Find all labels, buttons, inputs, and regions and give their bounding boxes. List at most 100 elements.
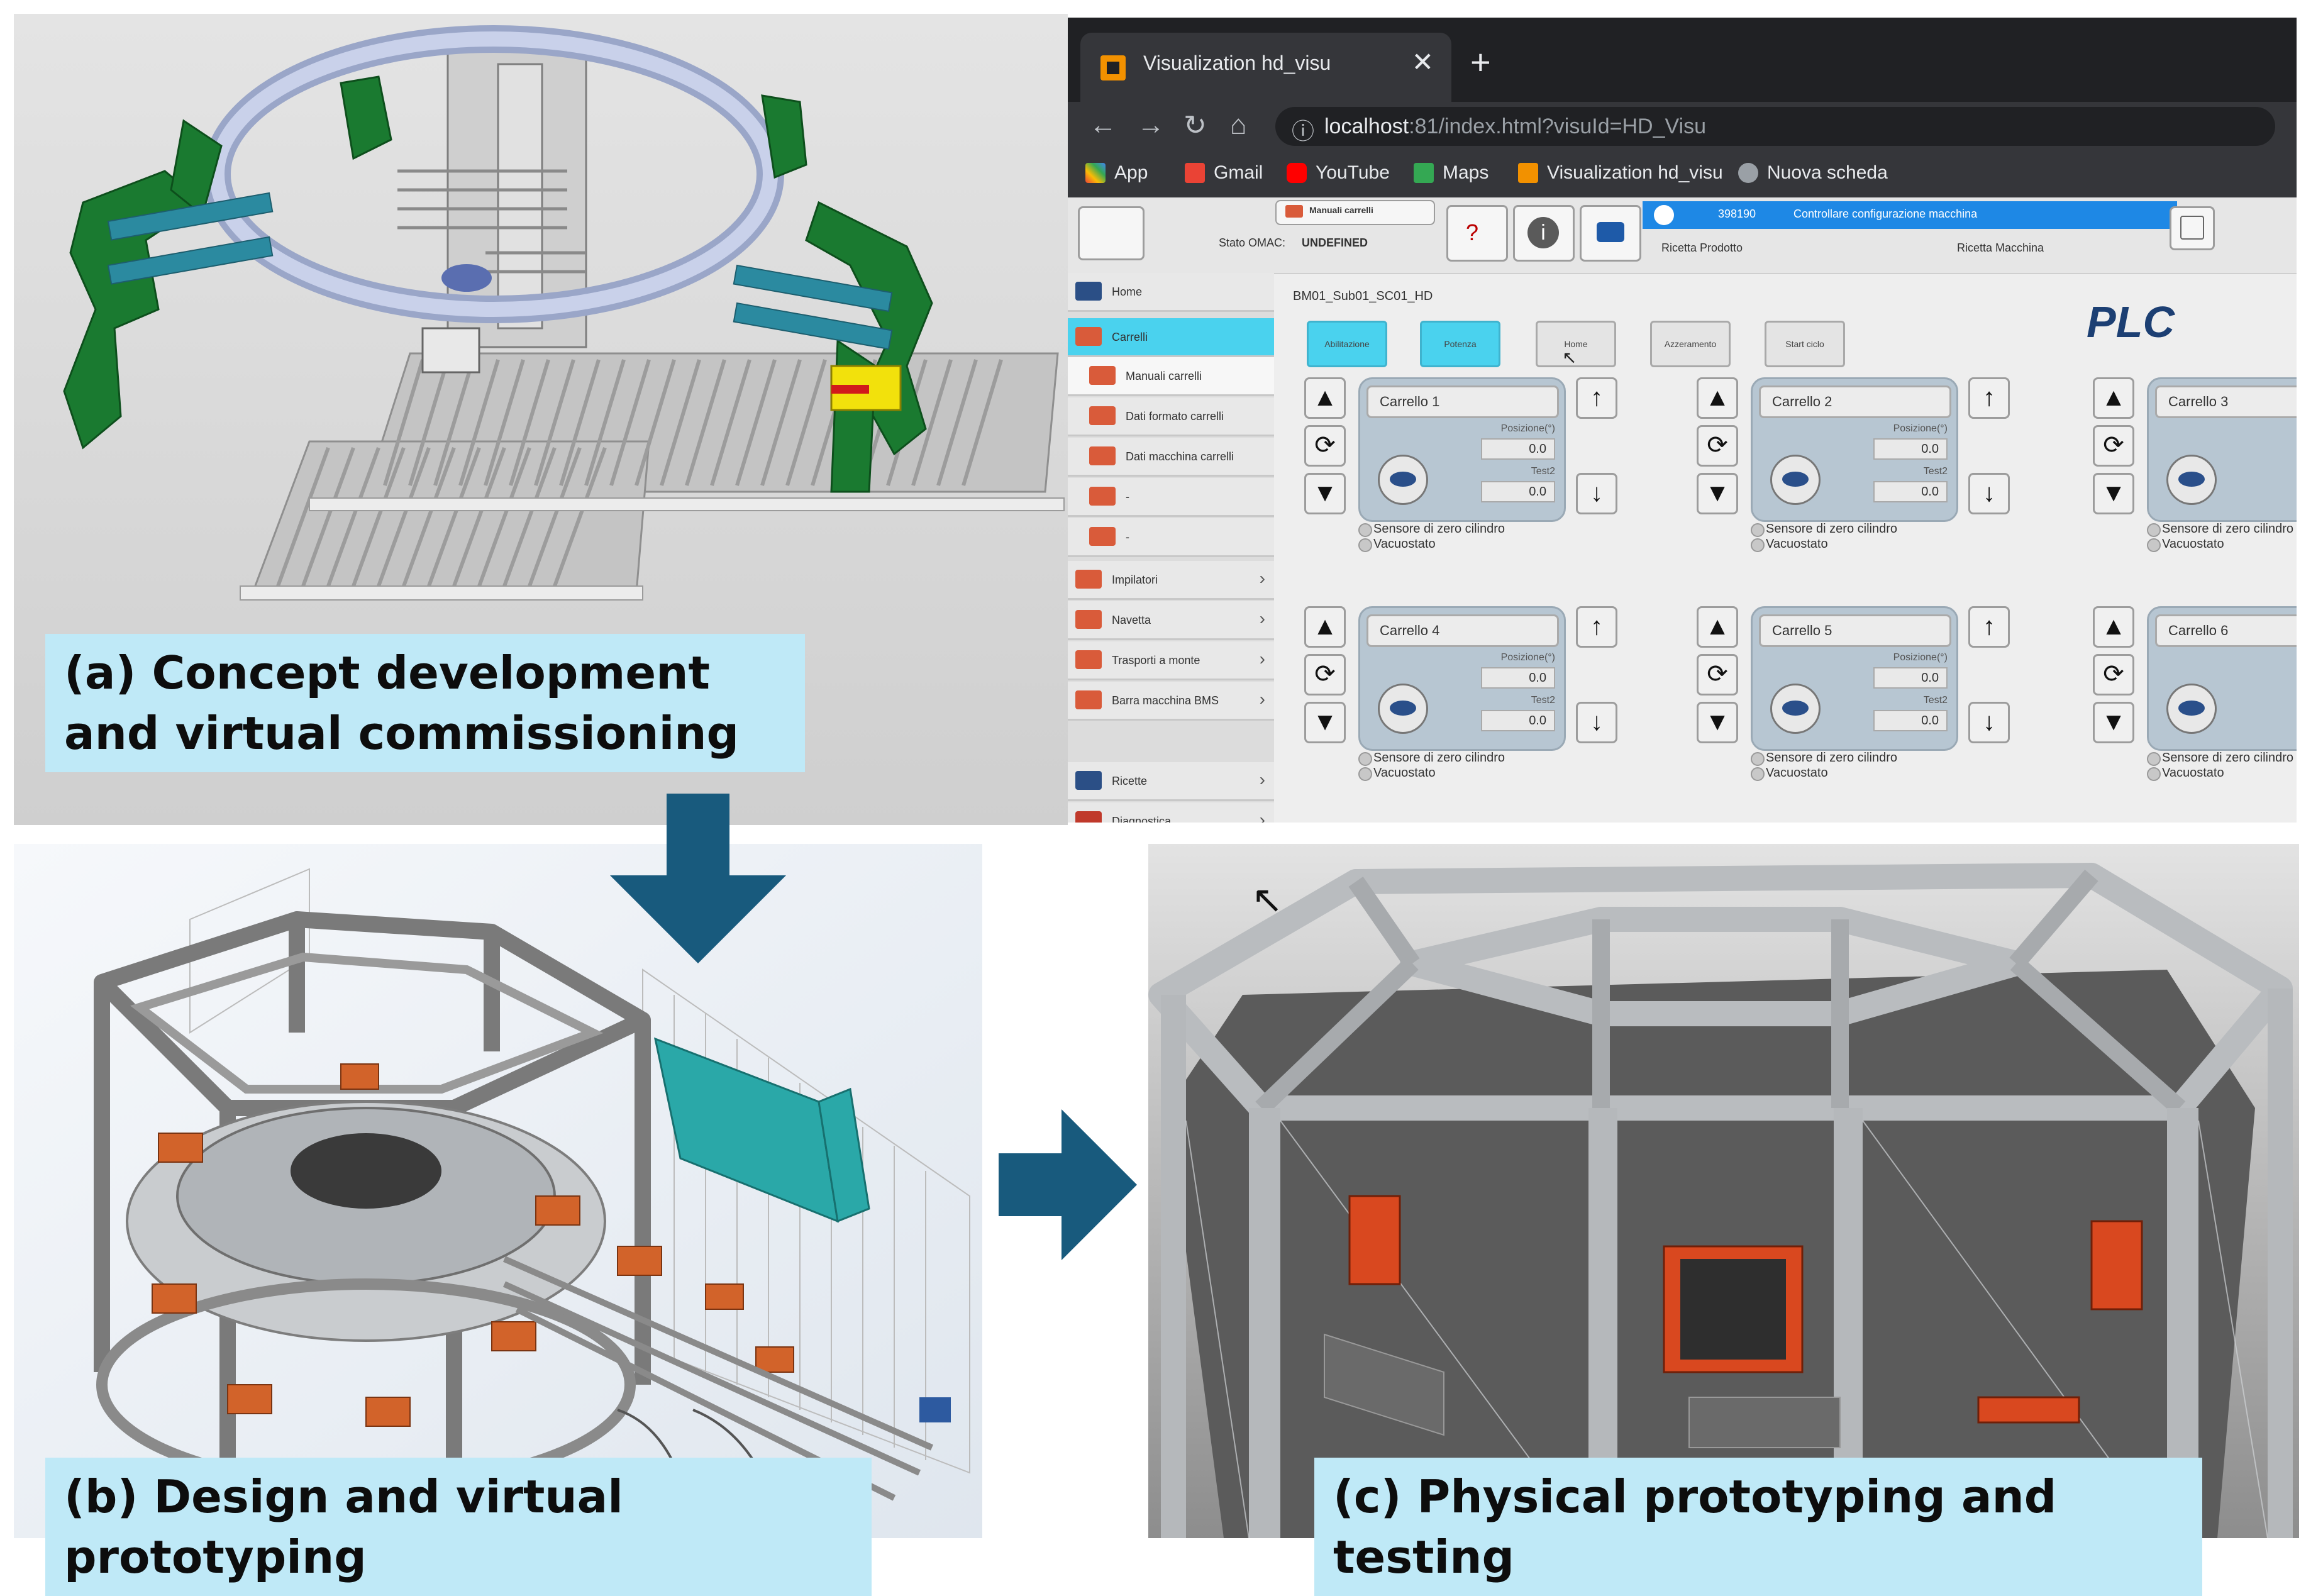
vacuum-label: Vacuostato bbox=[1766, 766, 1828, 780]
sensor-indicator bbox=[1751, 752, 1765, 766]
down-arrow-button[interactable]: ↓ bbox=[1576, 702, 1617, 743]
camera-button[interactable] bbox=[1580, 205, 1641, 262]
vacuum-label: Vacuostato bbox=[1766, 537, 1828, 551]
url-host: localhost bbox=[1324, 114, 1409, 138]
rotate-button[interactable]: ⟳ bbox=[1304, 654, 1346, 695]
sidebar-item-ricette[interactable]: Ricette› bbox=[1068, 762, 1274, 801]
cart-card-5: ▲ ⟳ ▼ Carrello 5 Posizione(°) 0.0 Test2 … bbox=[1697, 606, 2024, 795]
test2-value: 0.0 bbox=[1873, 710, 1948, 731]
bookmark-youtube[interactable]: YouTube bbox=[1287, 162, 1390, 184]
sidebar-item-empty-1[interactable]: - bbox=[1068, 478, 1274, 517]
sidebar-item-dati-formato[interactable]: Dati formato carrelli bbox=[1068, 397, 1274, 436]
lower-button[interactable]: ▼ bbox=[1304, 702, 1346, 743]
sensor-label: Sensore di zero cilindro bbox=[1373, 522, 1505, 536]
lower-button[interactable]: ▼ bbox=[1697, 702, 1738, 743]
sidebar-item-impilatori[interactable]: Impilatori› bbox=[1068, 561, 1274, 600]
reload-icon[interactable]: ↻ bbox=[1183, 110, 1207, 141]
cart-knob[interactable] bbox=[1770, 455, 1821, 505]
potenza-button[interactable]: Potenza bbox=[1420, 321, 1500, 367]
cart-knob[interactable] bbox=[2166, 684, 2217, 734]
abilitazione-button[interactable]: Abilitazione bbox=[1307, 321, 1387, 367]
info-button[interactable]: i bbox=[1513, 205, 1575, 262]
notification-button[interactable] bbox=[2170, 206, 2215, 250]
start-ciclo-button[interactable]: Start ciclo bbox=[1765, 321, 1845, 367]
rotate-button[interactable]: ⟳ bbox=[1304, 425, 1346, 467]
prototype-photo-graphic bbox=[1148, 844, 2299, 1538]
sidebar-item-trasporti[interactable]: Trasporti a monte› bbox=[1068, 641, 1274, 680]
up-arrow-button[interactable]: ↑ bbox=[1576, 377, 1617, 419]
cart-knob[interactable] bbox=[1378, 455, 1428, 505]
sidebar-item-carrelli[interactable]: Carrelli bbox=[1068, 318, 1274, 357]
up-arrow-button[interactable]: ↑ bbox=[1968, 606, 2010, 648]
down-arrow-button[interactable]: ↓ bbox=[1968, 473, 2010, 514]
ricetta-prodotto-label: Ricetta Prodotto bbox=[1661, 241, 1743, 254]
home-button[interactable]: Home bbox=[1536, 321, 1616, 367]
gmail-icon bbox=[1185, 163, 1205, 183]
sidebar-item-label: Trasporti a monte bbox=[1112, 654, 1200, 667]
posizione-label: Posizione(°) bbox=[1893, 423, 1948, 434]
cart-knob[interactable] bbox=[1378, 684, 1428, 734]
raise-button[interactable]: ▲ bbox=[1697, 606, 1738, 648]
lower-button[interactable]: ▼ bbox=[2093, 473, 2134, 514]
sidebar-item-home[interactable]: Home bbox=[1068, 273, 1274, 312]
cart-icon bbox=[1089, 406, 1116, 425]
raise-button[interactable]: ▲ bbox=[2093, 377, 2134, 419]
cart-knob[interactable] bbox=[2166, 455, 2217, 505]
sidebar-item-dati-macchina[interactable]: Dati macchina carrelli bbox=[1068, 438, 1274, 477]
site-info-icon[interactable]: ⓘ bbox=[1292, 118, 1315, 144]
alarm-bar[interactable]: 398190 Controllare configurazione macchi… bbox=[1643, 201, 2177, 229]
camera-icon bbox=[1597, 222, 1624, 242]
lower-button[interactable]: ▼ bbox=[1304, 473, 1346, 514]
cart-icon bbox=[1089, 366, 1116, 385]
rotate-button[interactable]: ⟳ bbox=[1697, 425, 1738, 467]
home-icon[interactable]: ⌂ bbox=[1230, 109, 1247, 140]
rotate-button[interactable]: ⟳ bbox=[2093, 654, 2134, 695]
address-field[interactable]: ⓘ localhost:81/index.html?visuId=HD_Visu bbox=[1275, 107, 2275, 146]
sidebar-item-barra[interactable]: Barra macchina BMS› bbox=[1068, 682, 1274, 721]
cart-card-6: ▲ ⟳ ▼ Carrello 6 Sensore di zero cilindr… bbox=[2093, 606, 2297, 795]
stato-label: Stato OMAC: bbox=[1219, 236, 1286, 249]
sidebar-item-diagnostica[interactable]: Diagnostica› bbox=[1068, 802, 1274, 823]
cart-knob[interactable] bbox=[1770, 684, 1821, 734]
mouse-cursor-icon: ↖ bbox=[1562, 348, 1577, 367]
rotate-button[interactable]: ⟳ bbox=[1697, 654, 1738, 695]
hmi-top-tab-label: Manuali carrelli bbox=[1309, 205, 1373, 215]
posizione-label: Posizione(°) bbox=[1893, 652, 1948, 663]
rotate-button[interactable]: ⟳ bbox=[2093, 425, 2134, 467]
hmi-top-tab[interactable]: Manuali carrelli bbox=[1275, 200, 1435, 225]
bookmark-new-tab[interactable]: Nuova scheda bbox=[1738, 162, 1888, 184]
sidebar-item-empty-2[interactable]: - bbox=[1068, 518, 1274, 557]
bookmark-gmail[interactable]: Gmail bbox=[1185, 162, 1263, 184]
new-tab-button[interactable]: + bbox=[1470, 42, 1491, 82]
lower-button[interactable]: ▼ bbox=[1697, 473, 1738, 514]
help-button[interactable]: ? bbox=[1446, 205, 1508, 262]
cad-render bbox=[14, 844, 982, 1538]
azzeramento-button[interactable]: Azzeramento bbox=[1650, 321, 1731, 367]
sensor-indicator bbox=[1358, 523, 1372, 537]
raise-button[interactable]: ▲ bbox=[2093, 606, 2134, 648]
lower-button[interactable]: ▼ bbox=[2093, 702, 2134, 743]
browser-tab[interactable]: Visualization hd_visu ✕ bbox=[1080, 33, 1451, 102]
sidebar-item-label: Manuali carrelli bbox=[1126, 370, 1202, 382]
hmi-header: Manuali carrelli Stato OMAC: UNDEFINED ?… bbox=[1068, 197, 2297, 274]
bookmark-visualization[interactable]: Visualization hd_visu bbox=[1518, 162, 1723, 184]
up-arrow-button[interactable]: ↑ bbox=[1968, 377, 2010, 419]
conveyor-icon bbox=[1075, 650, 1102, 669]
bookmark-maps[interactable]: Maps bbox=[1414, 162, 1488, 184]
address-bar-row: ← → ↻ ⌂ ⓘ localhost:81/index.html?visuId… bbox=[1068, 102, 2297, 152]
down-arrow-button[interactable]: ↓ bbox=[1968, 702, 2010, 743]
sidebar-item-navetta[interactable]: Navetta› bbox=[1068, 601, 1274, 640]
raise-button[interactable]: ▲ bbox=[1304, 606, 1346, 648]
bookmark-apps[interactable]: App bbox=[1085, 162, 1148, 184]
tab-close-icon[interactable]: ✕ bbox=[1411, 47, 1434, 77]
hmi-sidebar: Home Carrelli Manuali carrelli Dati form… bbox=[1068, 273, 1274, 823]
sidebar-item-manuali[interactable]: Manuali carrelli bbox=[1068, 357, 1274, 396]
forward-arrow-icon[interactable]: → bbox=[1137, 109, 1165, 140]
raise-button[interactable]: ▲ bbox=[1697, 377, 1738, 419]
cart-panel: Carrello 4 Posizione(°) 0.0 Test2 0.0 bbox=[1358, 606, 1566, 751]
down-arrow-button[interactable]: ↓ bbox=[1576, 473, 1617, 514]
back-arrow-icon[interactable]: ← bbox=[1089, 109, 1117, 140]
concept-render bbox=[14, 14, 1068, 825]
up-arrow-button[interactable]: ↑ bbox=[1576, 606, 1617, 648]
raise-button[interactable]: ▲ bbox=[1304, 377, 1346, 419]
